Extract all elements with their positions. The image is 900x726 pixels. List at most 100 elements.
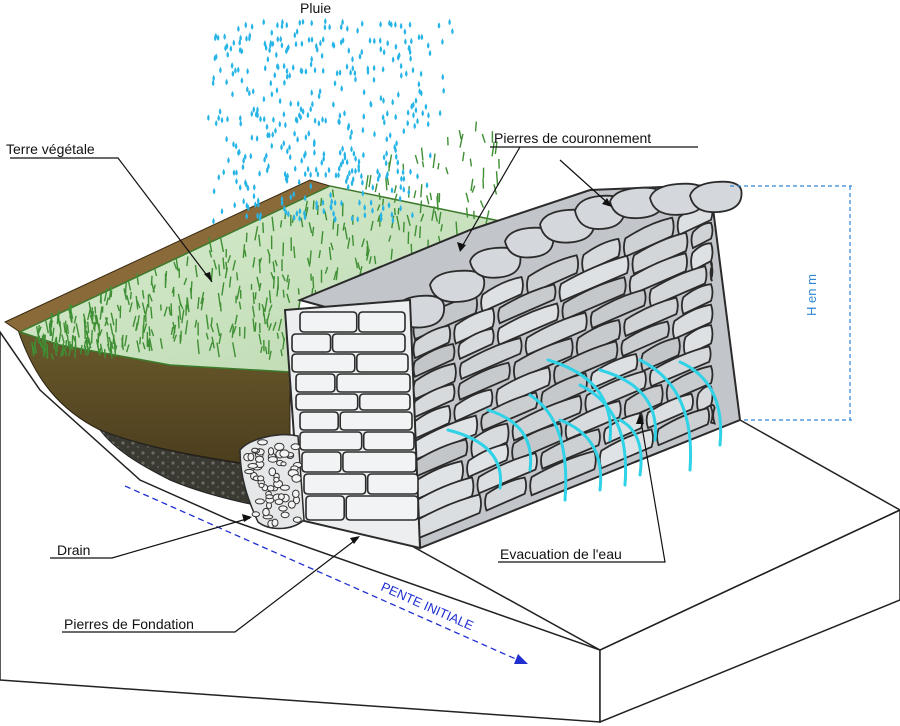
grass-blade	[429, 192, 433, 201]
grass-blade	[124, 334, 128, 347]
raindrop	[281, 18, 284, 26]
grass-blade	[50, 353, 55, 360]
raindrop	[402, 186, 406, 193]
raindrop	[356, 216, 359, 223]
raindrop	[219, 66, 222, 74]
grass-blade	[171, 286, 175, 294]
drain-pebbles	[243, 439, 303, 528]
grass-blade	[410, 243, 413, 255]
raindrop	[294, 116, 298, 123]
coping-arrowhead-1	[457, 242, 466, 252]
grass-blade	[373, 255, 377, 265]
raindrop	[397, 91, 400, 98]
grass-blade	[402, 221, 405, 233]
grass-blade	[82, 313, 87, 325]
wall-stone	[656, 407, 711, 447]
wall-stone	[631, 231, 689, 275]
grass-blade	[469, 158, 473, 167]
raindrop	[245, 35, 248, 42]
wall-stone	[459, 336, 523, 381]
grass-blade	[333, 270, 338, 281]
raindrop	[379, 21, 382, 28]
grass-blade	[105, 297, 109, 306]
raindrop	[231, 70, 235, 77]
grass-blade	[254, 322, 257, 332]
raindrop	[246, 184, 250, 192]
coping-arrowhead-2	[602, 198, 612, 207]
raindrop	[393, 143, 396, 151]
raindrop	[244, 179, 247, 186]
raindrop	[285, 73, 289, 80]
grass-blade	[414, 225, 418, 237]
end-stone	[339, 411, 413, 431]
raindrop	[371, 184, 375, 191]
raindrop	[309, 61, 313, 68]
grass-blade	[173, 334, 178, 342]
grass-blade	[83, 339, 87, 349]
raindrop	[341, 37, 345, 44]
grass-blade	[281, 274, 286, 282]
raindrop	[390, 211, 394, 218]
leader-lines	[10, 146, 698, 633]
raindrop	[273, 71, 277, 79]
raindrop	[251, 88, 255, 95]
end-stone	[366, 473, 419, 495]
grass-blade	[208, 342, 213, 352]
grass-blade	[462, 151, 465, 162]
grass-blade	[37, 326, 42, 334]
grass-blade	[258, 258, 261, 274]
raindrop	[265, 152, 268, 159]
grass-blade	[142, 325, 145, 339]
raindrop	[279, 35, 282, 43]
raindrop	[296, 136, 299, 143]
grass-blade	[211, 336, 215, 349]
grass-blade	[309, 250, 312, 265]
raindrop	[223, 33, 226, 40]
grass-blade	[282, 337, 285, 350]
water-arrowhead	[636, 413, 644, 424]
raindrop	[324, 18, 327, 25]
wall-stone	[620, 320, 670, 358]
grass-blade	[205, 314, 209, 330]
grass-blade	[197, 297, 200, 310]
end-stones	[291, 311, 419, 521]
grass-blade	[258, 234, 261, 247]
raindrop	[243, 153, 247, 160]
slope-arrowhead	[514, 654, 528, 664]
raindrop	[391, 56, 395, 63]
grass-blade	[150, 306, 153, 319]
raindrop	[322, 207, 326, 215]
raindrop	[300, 40, 304, 47]
drain-pebble	[251, 447, 259, 453]
water-arc	[638, 358, 693, 472]
wall-stone	[690, 242, 714, 272]
raindrop	[419, 70, 423, 77]
grass-blade	[170, 326, 174, 336]
water-arc	[598, 368, 658, 442]
raindrop	[401, 168, 405, 176]
grass-blade	[252, 257, 256, 268]
grass-blade	[213, 259, 218, 270]
raindrop	[287, 210, 290, 218]
raindrop	[390, 21, 393, 28]
raindrop	[237, 25, 240, 32]
grass-blade	[252, 292, 255, 305]
wall-stone	[589, 288, 647, 330]
end-stone	[291, 353, 356, 373]
grass-blade	[376, 204, 381, 211]
raindrop	[396, 54, 400, 61]
water-arc	[486, 408, 533, 472]
end-stone	[301, 451, 342, 473]
grass-blade	[116, 304, 121, 312]
water-arc	[618, 418, 643, 477]
foundation-arrowhead	[350, 536, 360, 544]
raindrop	[217, 174, 221, 181]
raindrop	[306, 165, 310, 173]
grass-blade	[251, 305, 256, 318]
raindrop	[285, 21, 289, 29]
grass-blade	[393, 193, 398, 203]
drain-pebble	[268, 467, 277, 477]
raindrop	[319, 39, 322, 47]
raindrop	[244, 21, 248, 29]
wall-stone	[590, 352, 639, 390]
